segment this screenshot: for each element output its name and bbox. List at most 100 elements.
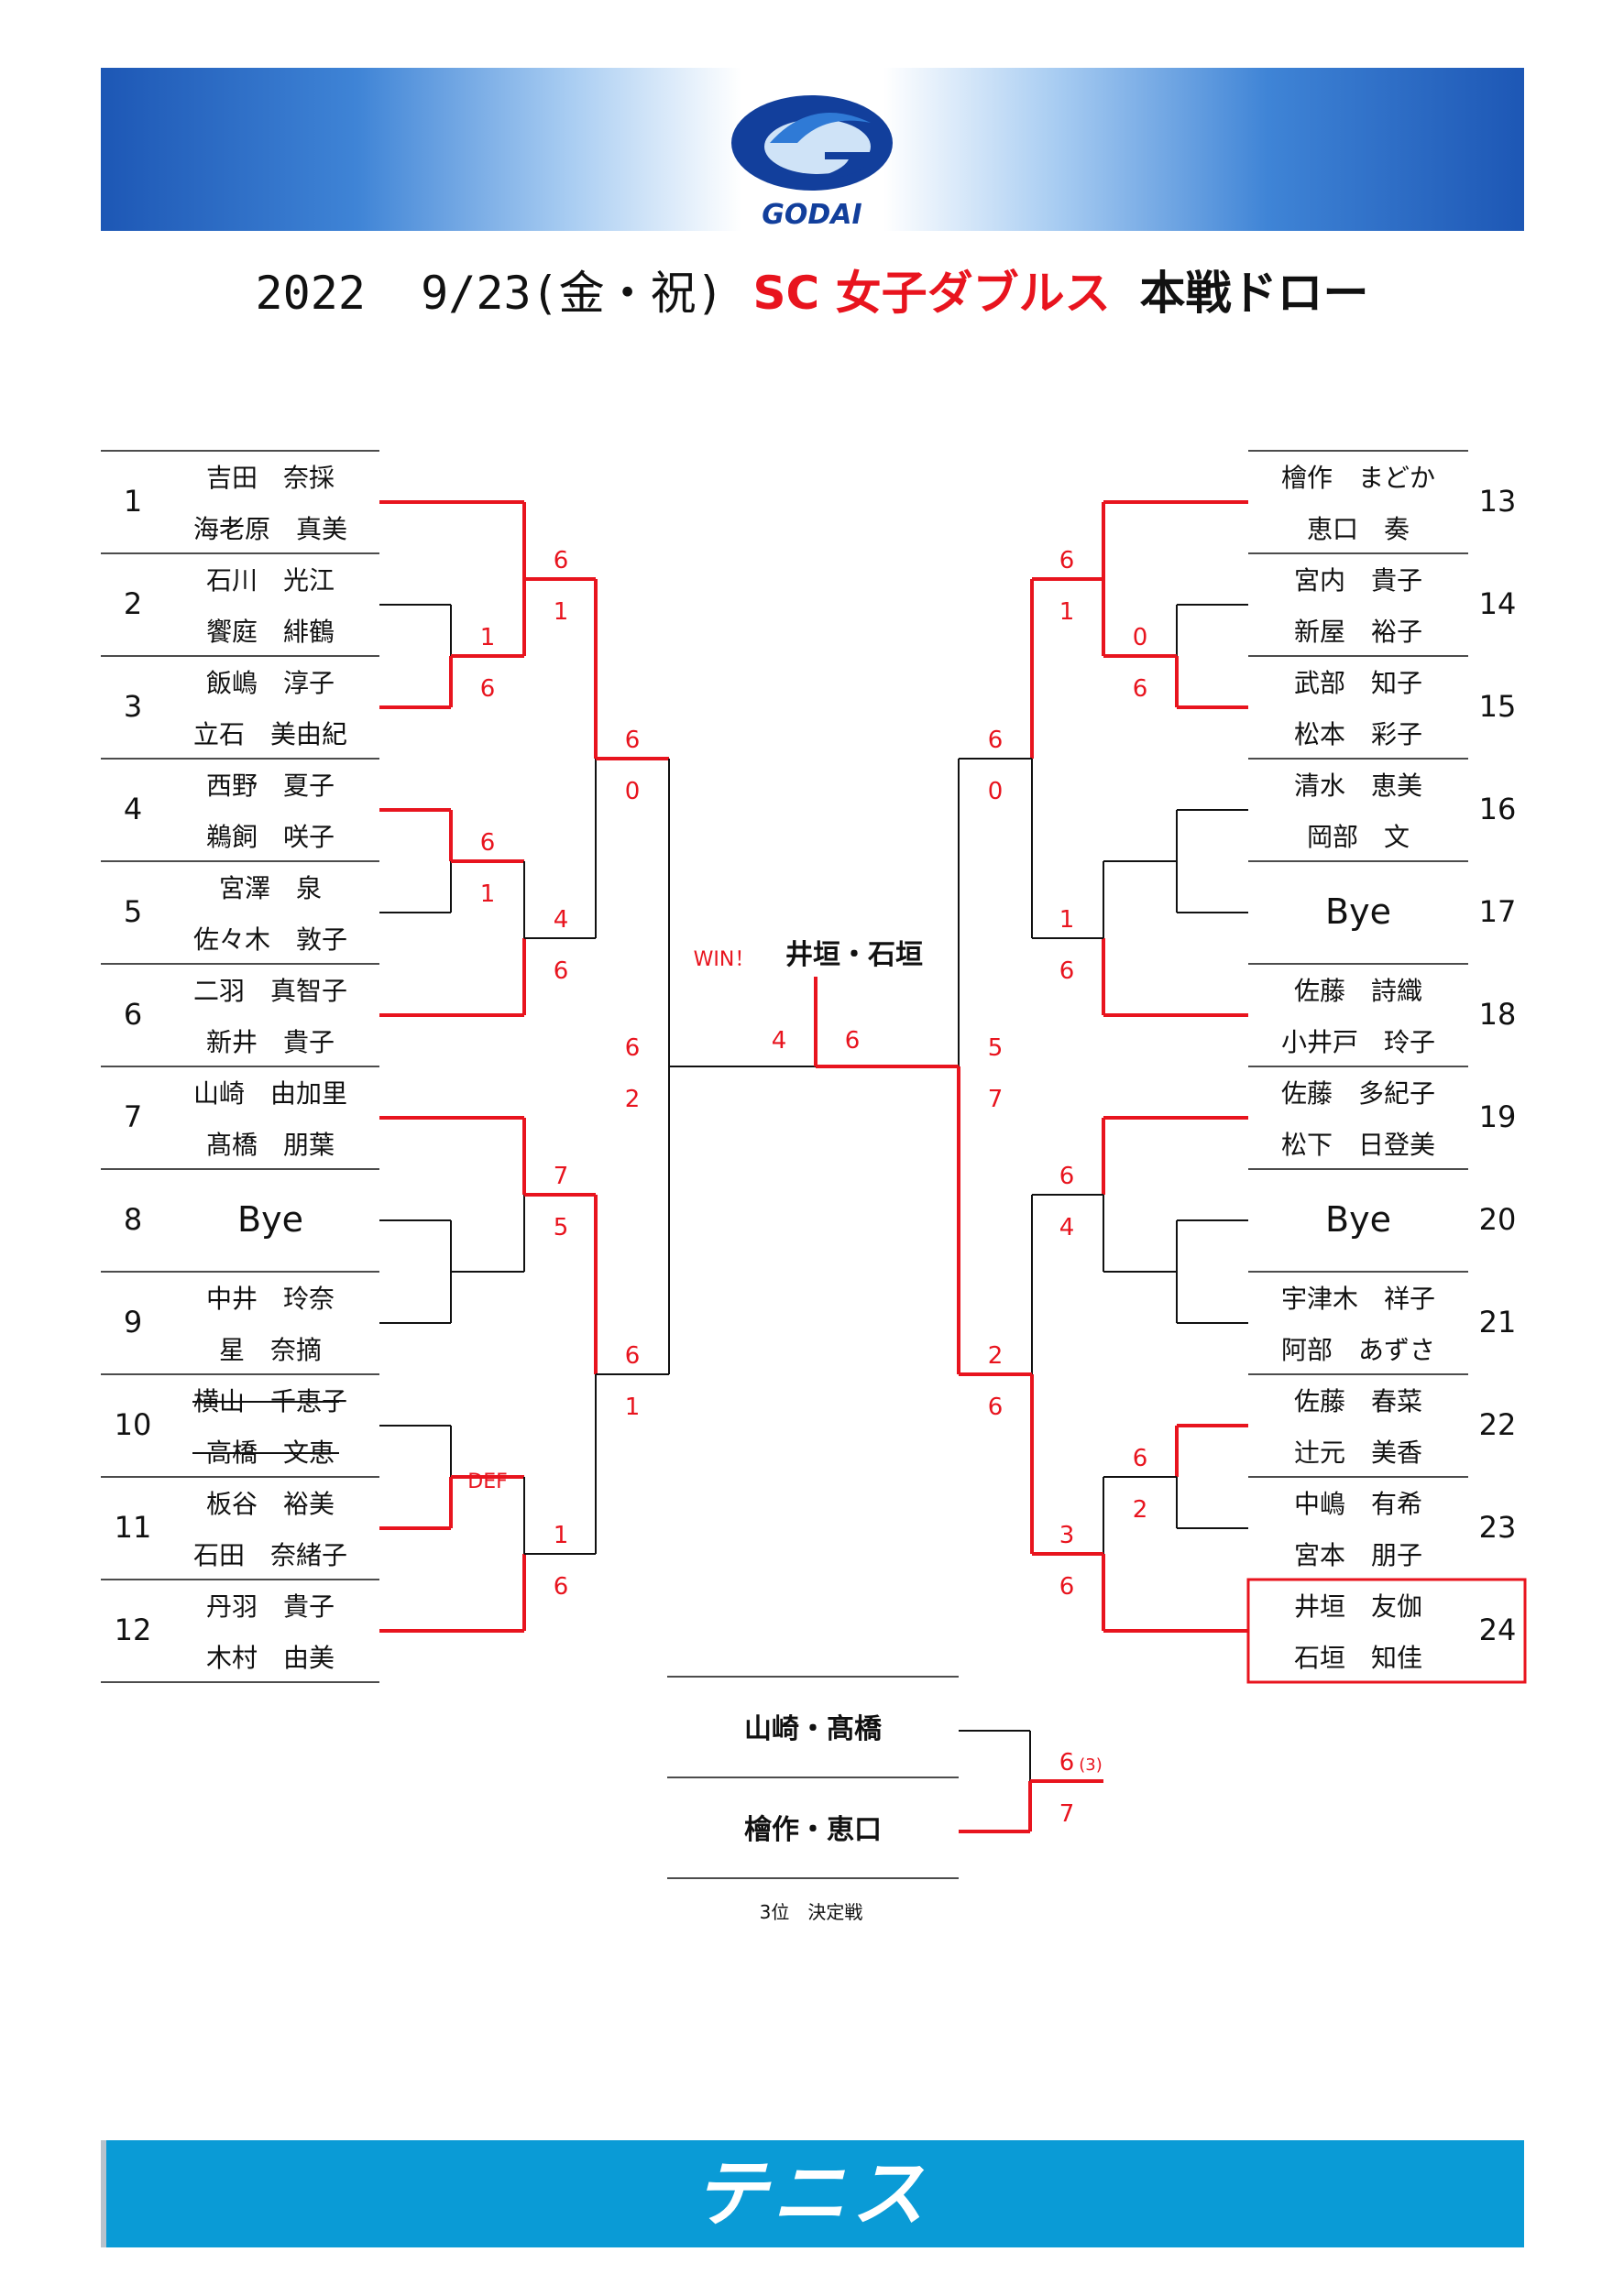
right-bye: Bye: [1325, 891, 1391, 932]
third-team: 檜作・恵口: [744, 1814, 882, 1846]
right-score: 7: [988, 1086, 1004, 1113]
left-player: 木村 由美: [206, 1643, 335, 1673]
left-score: 1: [554, 1522, 569, 1549]
right-player: 檜作 まどか: [1281, 463, 1435, 493]
third-team: 山崎・髙橋: [744, 1713, 883, 1745]
left-player: 立石 美由紀: [193, 719, 347, 749]
left-score: 6: [625, 727, 641, 754]
right-score: 0: [1133, 624, 1148, 651]
right-score: 6: [988, 727, 1004, 754]
right-player: 井垣 友伽: [1294, 1591, 1422, 1622]
left-player: 新井 貴子: [206, 1027, 335, 1057]
logo-g-bar: [816, 152, 876, 179]
left-score: 6: [554, 1573, 569, 1601]
left-player: 吉田 奈採: [206, 463, 335, 493]
left-seed-number: 11: [115, 1510, 152, 1545]
left-score: 6: [480, 829, 496, 857]
right-seed-number: 15: [1479, 689, 1517, 724]
left-seed-number: 7: [124, 1099, 142, 1134]
right-score: 6: [1133, 675, 1148, 703]
left-score: 0: [625, 778, 641, 805]
title-date: 2022 9/23(金・祝): [255, 267, 724, 320]
left-player: 鵜飼 咲子: [206, 822, 335, 852]
right-score: 5: [988, 1034, 1004, 1062]
left-seed-number: 10: [115, 1407, 152, 1442]
left-bye: Bye: [237, 1199, 303, 1240]
right-seed-number: 23: [1479, 1510, 1517, 1545]
right-player: 新屋 裕子: [1294, 617, 1422, 647]
left-seed-number: 6: [124, 997, 142, 1032]
left-score: 6: [554, 957, 569, 985]
right-player: 中嶋 有希: [1294, 1489, 1422, 1519]
right-player: 岡部 文: [1307, 822, 1410, 852]
footer-accent: [101, 2140, 106, 2247]
right-score: 6: [1059, 547, 1075, 574]
right-seed-number: 14: [1479, 586, 1517, 621]
right-player: 阿部 あずさ: [1281, 1335, 1435, 1365]
left-player: 板谷 裕美: [206, 1489, 335, 1519]
right-player: 松本 彩子: [1294, 719, 1422, 749]
right-player: 小井戸 玲子: [1281, 1027, 1435, 1057]
page-title: 2022 9/23(金・祝) SC 女子ダブルス 本戦ドロー: [0, 257, 1624, 323]
left-score: 1: [480, 880, 496, 908]
right-score: 6: [1059, 957, 1075, 985]
right-score: 1: [1059, 906, 1075, 934]
right-score: 6: [1059, 1163, 1075, 1190]
left-player: 西野 夏子: [206, 771, 335, 801]
final-score: 6: [845, 1027, 861, 1055]
left-seed-number: 3: [124, 689, 142, 724]
right-seed-number: 20: [1479, 1202, 1517, 1237]
champion-label: WIN！: [694, 948, 755, 971]
left-player: 石川 光江: [206, 565, 335, 596]
right-seed-number: 16: [1479, 792, 1517, 826]
right-player: 武部 知子: [1294, 668, 1422, 698]
third-tiebreak: (3): [1079, 1755, 1103, 1775]
left-seed-number: 5: [124, 894, 142, 929]
right-player: 清水 恵美: [1294, 771, 1422, 801]
left-seed-number: 9: [124, 1305, 142, 1339]
right-seed-number: 21: [1479, 1305, 1517, 1339]
left-score: 6: [625, 1034, 641, 1062]
right-score: 6: [988, 1394, 1004, 1421]
left-score: 2: [625, 1086, 641, 1113]
right-player: 佐藤 多紀子: [1281, 1078, 1435, 1109]
left-seed-number: 4: [124, 792, 142, 826]
left-player: 丹羽 貴子: [206, 1591, 335, 1622]
left-player: 飯嶋 淳子: [206, 668, 335, 698]
right-player: 宮内 貴子: [1294, 565, 1422, 596]
right-seed-number: 13: [1479, 484, 1517, 519]
logo-swoosh: [770, 113, 871, 143]
right-bye: Bye: [1325, 1199, 1391, 1240]
final-score: 4: [772, 1027, 787, 1055]
left-player: 宮澤 泉: [219, 873, 322, 903]
third-score: 7: [1059, 1800, 1075, 1828]
champion-name: 井垣・石垣: [785, 939, 923, 971]
left-default-mark: DEF: [467, 1471, 508, 1493]
left-score: 6: [480, 675, 496, 703]
left-player: 佐々木 敦子: [193, 924, 347, 955]
right-score: 6: [1133, 1445, 1148, 1472]
title-draw: 本戦ドロー: [1139, 267, 1369, 320]
left-score: 1: [554, 598, 569, 626]
right-seed-number: 19: [1479, 1099, 1517, 1134]
left-player: 星 奈摘: [219, 1335, 322, 1365]
left-score: 1: [480, 624, 496, 651]
left-player: 髙橋 朋葉: [206, 1130, 335, 1160]
left-score: 4: [554, 906, 569, 934]
right-seed-number: 24: [1479, 1613, 1517, 1647]
left-player: 石田 奈緒子: [193, 1540, 347, 1570]
left-seed-number: 2: [124, 586, 142, 621]
right-seed-number: 18: [1479, 997, 1517, 1032]
logo-wordmark: GODAI: [762, 199, 861, 231]
left-score: 7: [554, 1163, 569, 1190]
left-score: 5: [554, 1214, 569, 1241]
godai-logo: GODAI: [731, 95, 893, 231]
left-player: 海老原 真美: [193, 514, 347, 544]
left-score: 6: [554, 547, 569, 574]
right-score: 3: [1059, 1522, 1075, 1549]
right-seed-number: 17: [1479, 894, 1517, 929]
footer-banner: [101, 2140, 1524, 2247]
right-player: 佐藤 春菜: [1294, 1386, 1422, 1416]
left-seed-number: 12: [115, 1613, 152, 1647]
